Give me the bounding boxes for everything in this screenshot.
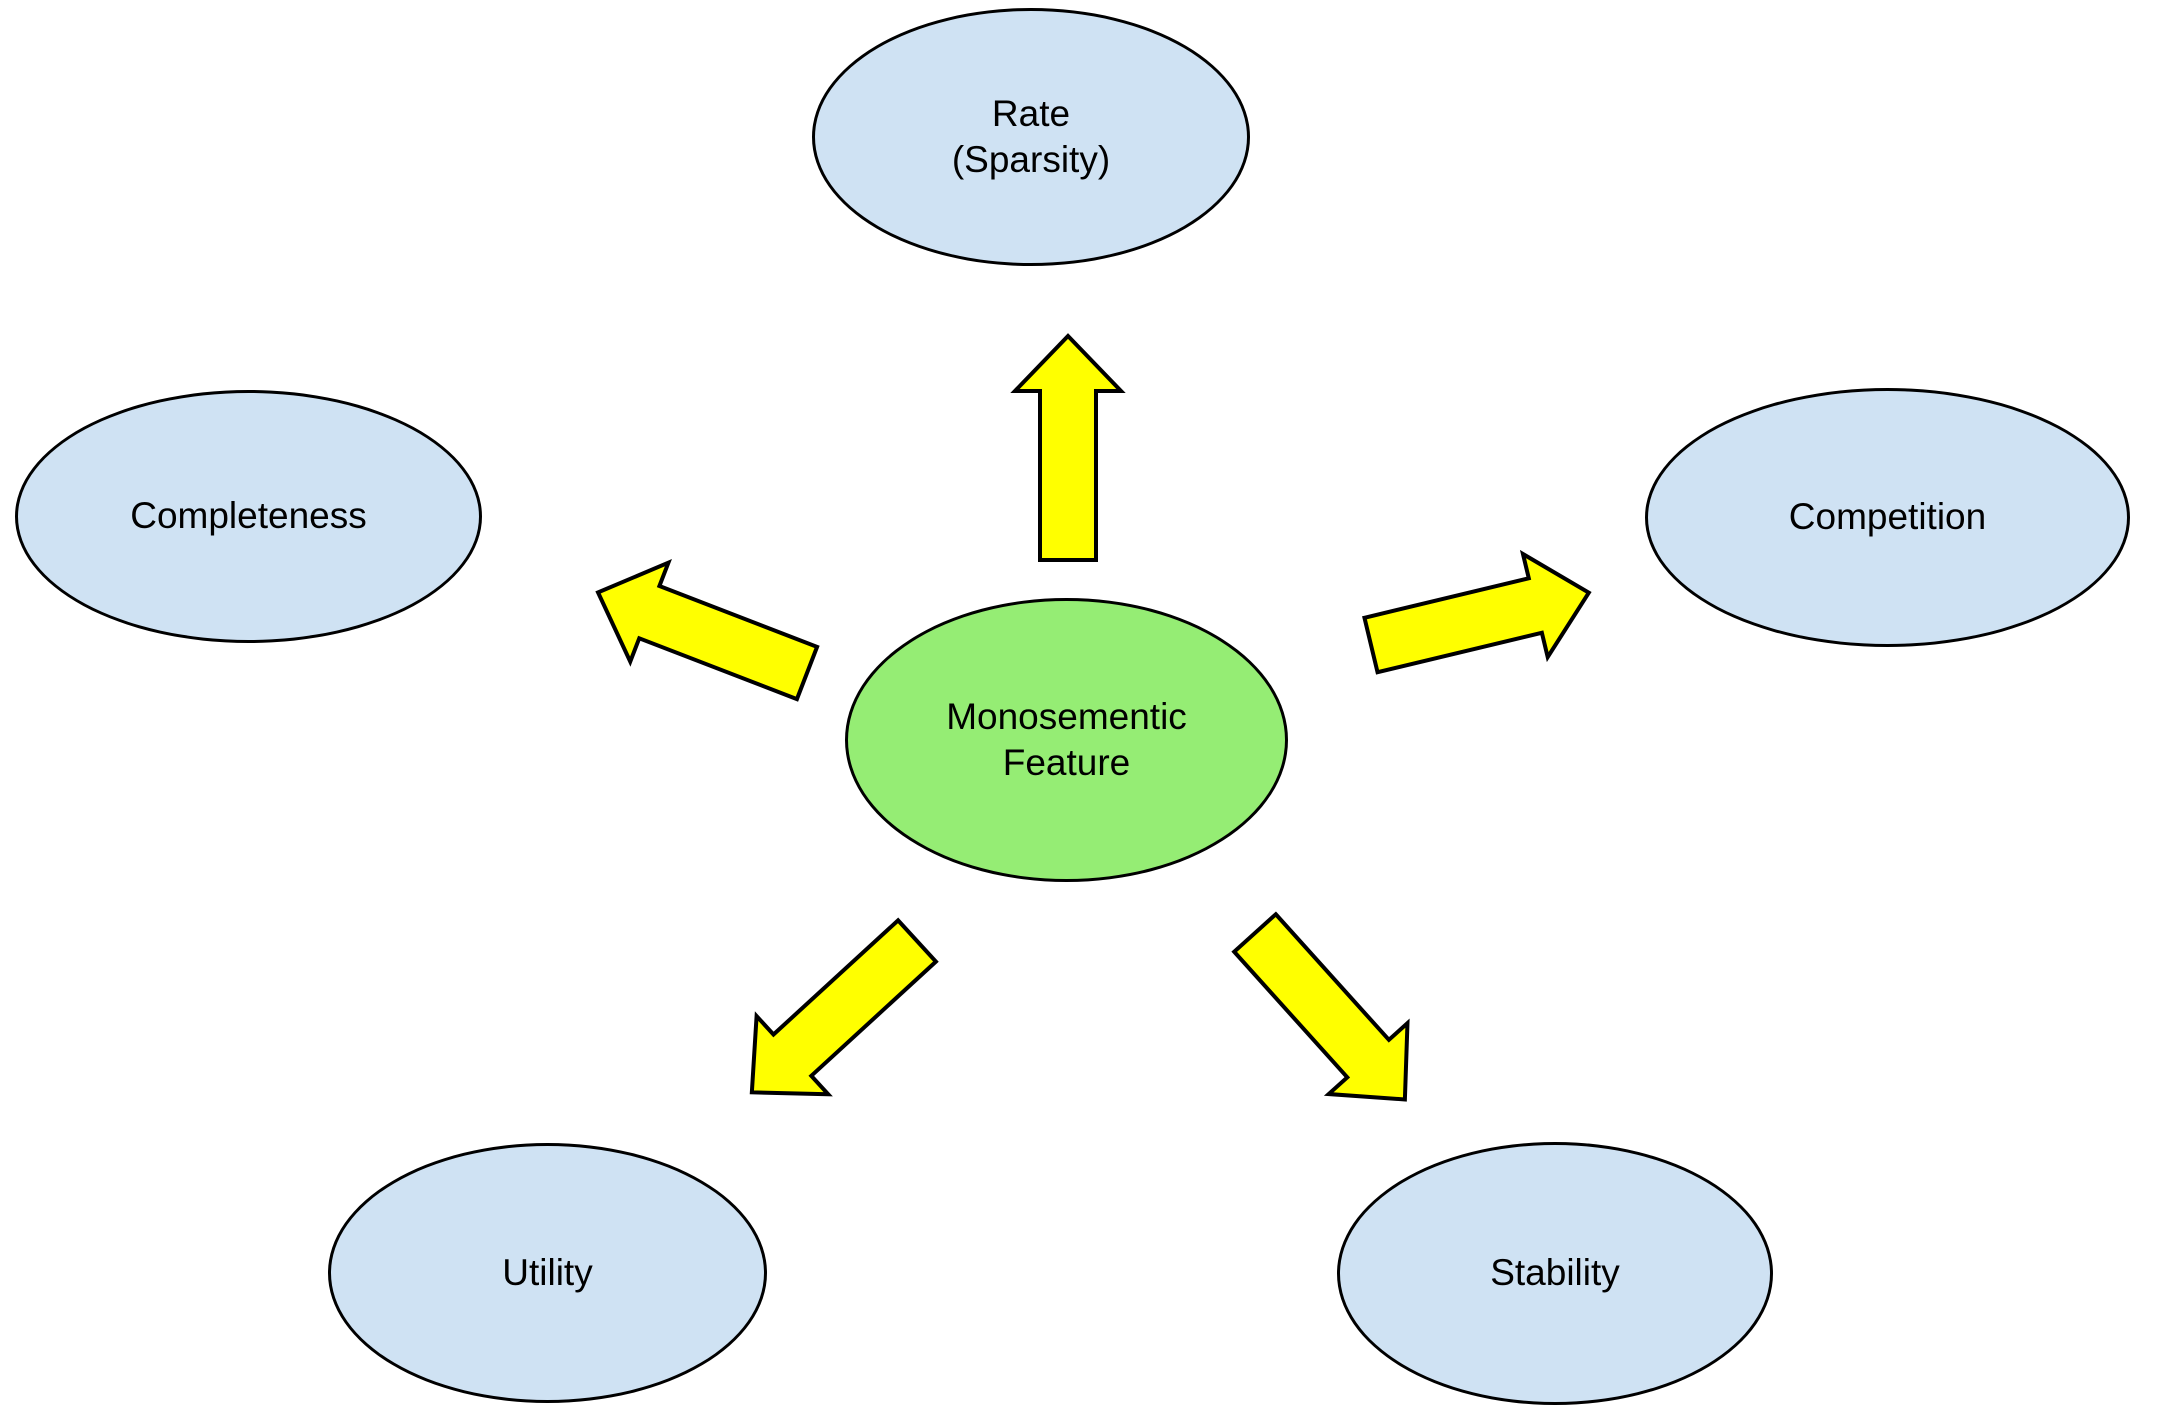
arrow-center-to-completeness [595,559,820,702]
node-competition-label: Competition [1788,496,1987,538]
arrow-center-to-utility [749,917,939,1097]
arrow-center-to-stability [1231,911,1410,1102]
node-completeness: Completeness [15,390,482,643]
node-monosemantic-feature-label: Monosementic Feature [946,695,1187,783]
node-utility: Utility [328,1143,767,1403]
node-stability: Stability [1337,1142,1773,1405]
node-utility-label: Utility [502,1251,593,1293]
node-stability-label: Stability [1490,1252,1620,1294]
node-rate-sparsity-label: Rate (Sparsity) [951,92,1111,180]
arrow-center-to-rate [1010,333,1126,562]
node-competition: Competition [1645,388,2130,647]
arrow-center-to-competition [1362,549,1592,675]
node-monosemantic-feature: Monosementic Feature [845,598,1288,882]
node-rate-sparsity: Rate (Sparsity) [812,8,1250,266]
node-completeness-label: Completeness [130,495,367,537]
